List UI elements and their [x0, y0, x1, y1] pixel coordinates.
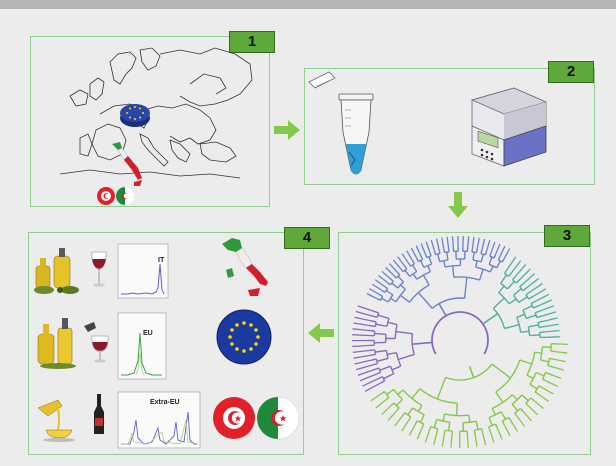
- panel-dna-extraction-pcr: [304, 68, 595, 185]
- panel-authentication-results: [28, 232, 304, 455]
- phylogenetic-tree-icon: [351, 236, 568, 449]
- panel-sampling-map: [30, 36, 270, 207]
- olive-oil-bottles-icon: [37, 399, 75, 442]
- eu-flag-icon: [216, 309, 272, 365]
- panel-phylogenetic-tree: [338, 232, 591, 455]
- olive-oil-bottles-icon: [37, 318, 76, 369]
- step-badge-4: 4: [284, 227, 330, 249]
- italy-map-icon: [112, 142, 142, 186]
- chromatogram-plot: [117, 312, 167, 380]
- europe-map-icon: [59, 47, 253, 179]
- pcr-thermocycler-icon: [470, 87, 548, 167]
- wine-glass-icon: [91, 251, 107, 287]
- tunisia-flag-icon: [97, 187, 115, 205]
- wine-bottle-icon: [94, 394, 104, 434]
- italy-map-icon: [222, 238, 268, 296]
- tunisia-flag-icon: [213, 397, 255, 439]
- chromatogram-label-eu: EU: [143, 330, 153, 337]
- step-badge-3: 3: [544, 225, 590, 247]
- chromatogram-plot: [117, 391, 201, 449]
- step-badge-2: 2: [548, 61, 594, 83]
- top-bar: [0, 0, 616, 9]
- olive-oil-bottles-icon: [34, 248, 79, 294]
- wine-glass-icon: [84, 322, 109, 363]
- arrow-step1-to-step2: [274, 120, 300, 140]
- step-badge-1: 1: [229, 31, 275, 53]
- chromatogram-label-extra-eu: Extra-EU: [150, 399, 180, 406]
- microtube-icon: [308, 71, 374, 175]
- chromatogram-label-it: IT: [158, 257, 165, 264]
- chromatogram-plot: [117, 243, 169, 299]
- arrow-step3-to-step4: [308, 323, 334, 343]
- eu-flag-icon: [120, 104, 150, 127]
- algeria-flag-icon: [256, 396, 300, 440]
- arrow-step2-to-step3: [448, 192, 468, 218]
- algeria-flag-icon: [116, 187, 134, 205]
